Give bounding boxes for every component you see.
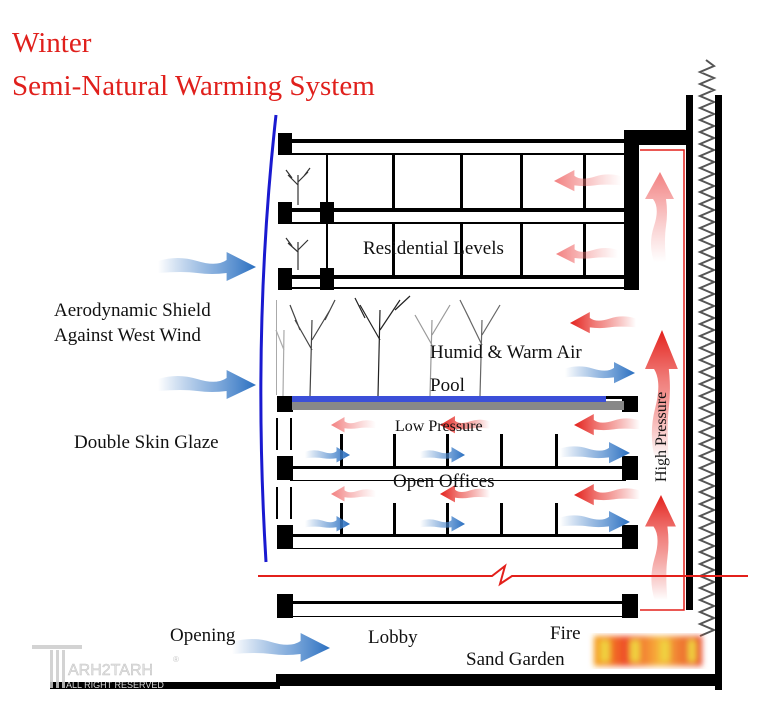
cool-air-arrow [560,442,630,464]
winter-trees [275,167,501,397]
title-winter: Winter [12,27,92,59]
label-humid-warm-air: Humid & Warm Air [430,342,582,363]
warm-air-arrow [554,170,622,192]
tarh2tarh-logo: ARH2TARH ® ALL RIGHT RESERVED [32,645,179,690]
section-break-line [258,563,748,587]
shaft-updraft-arrow [645,495,676,600]
cool-air-arrow [305,516,350,532]
west-wind-arrow [158,252,256,281]
aerodynamic-glass-shield [259,114,278,563]
label-low-pressure: Low Pressure [395,418,483,435]
warm-air-arrow [570,312,636,334]
label-high-pressure: High Pressure [653,392,670,482]
cool-air-arrow [420,447,465,463]
shaft-boundary [640,149,685,611]
cool-air-arrow [305,447,350,463]
label-pool: Pool [430,375,465,396]
label-aerodynamic-shield: Aerodynamic Shield [54,300,211,321]
label-open-offices: Open Offices [393,471,494,492]
logo-reserved: ALL RIGHT RESERVED [66,680,164,690]
cool-air-arrow [560,511,630,533]
cool-air-arrow [420,516,465,532]
zigzag-facade [697,59,717,637]
warm-air-arrow [556,244,618,264]
logo-registered-mark: ® [173,655,179,664]
pool-basin [292,401,624,410]
label-residential-levels: Residential Levels [363,238,504,259]
label-double-skin-glaze: Double Skin Glaze [74,432,219,453]
title-system: Semi-Natural Warming System [12,70,375,102]
label-lobby: Lobby [368,627,418,648]
shaft-updraft-arrow [645,172,674,262]
label-opening: Opening [170,625,236,646]
warm-air-arrow [331,417,376,433]
lobby-inlet-arrow [232,633,330,662]
label-against-west-wind: Against West Wind [54,325,201,346]
logo-name: ARH2TARH [68,662,153,679]
warm-air-arrow [574,414,640,436]
pool-water [292,396,606,402]
structure [50,95,722,690]
warm-air-arrow [574,484,640,506]
warm-air-arrow [331,486,376,502]
label-fire: Fire [550,623,581,644]
pool-airflow-arrow [565,362,635,384]
fire-sand-garden [594,636,702,666]
label-sand-garden: Sand Garden [466,649,565,670]
west-wind-arrow [158,370,256,399]
